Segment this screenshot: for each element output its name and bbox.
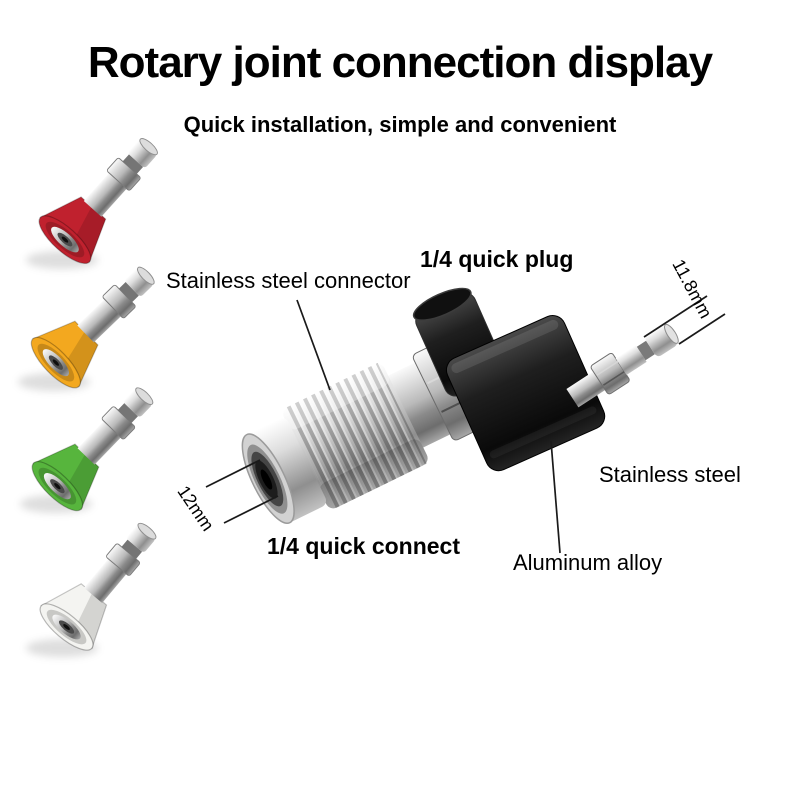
dimension-line-118mm-b [678, 313, 726, 345]
elbow-top-port [412, 287, 472, 321]
nozzle-red [31, 120, 177, 272]
page-title: Rotary joint connection display [87, 38, 713, 87]
nozzle-white [33, 506, 176, 658]
aluminum-elbow [412, 287, 606, 472]
plug-groove [636, 340, 655, 361]
leader-line-connector [296, 299, 331, 391]
dimension-line-12mm-a [205, 459, 261, 488]
quick-connect-coupler [241, 337, 493, 525]
label-quick-connect: 1/4 quick connect [267, 533, 461, 559]
label-stainless-steel: Stainless steel [599, 462, 741, 487]
annotation-lines [205, 295, 726, 554]
label-quick-plug: 1/4 quick plug [420, 246, 574, 272]
label-stainless-steel-connector: Stainless steel connector [166, 268, 411, 293]
elbow-block [445, 314, 606, 472]
dimension-line-118mm-a [643, 295, 708, 338]
label-aluminum-alloy: Aluminum alloy [513, 550, 663, 575]
dimension-line-12mm-b [223, 495, 279, 524]
plug-hex-base [590, 352, 630, 395]
page-subtitle: Quick installation, simple and convenien… [183, 112, 617, 137]
plug-shaft [615, 345, 647, 375]
leader-line-aluminum [550, 440, 561, 554]
coupler-front-collar [246, 418, 327, 522]
quick-plug [566, 323, 679, 408]
nozzle-yellow [23, 248, 173, 396]
